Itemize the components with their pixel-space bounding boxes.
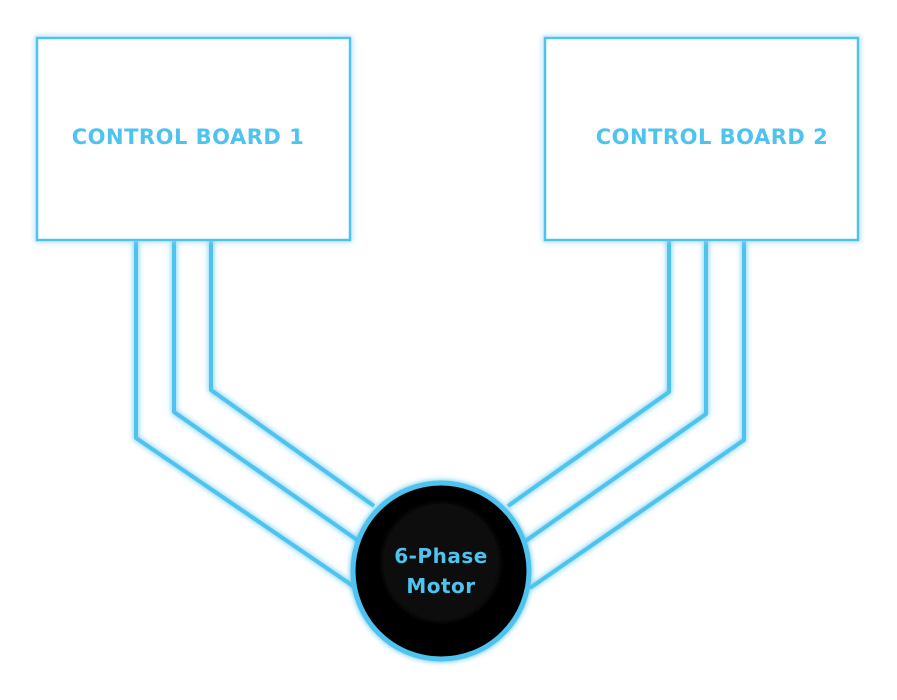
control-board-1-box (35, 36, 352, 242)
wire-1b (172, 240, 362, 544)
wire-1a (134, 240, 358, 590)
motor-label-line-2: Motor (406, 574, 475, 598)
control-board-2-box (543, 36, 860, 242)
wire-2c (528, 240, 746, 590)
wire-2b (522, 240, 708, 544)
motor-label-line-1: 6-Phase (394, 544, 488, 568)
control-board-1: CONTROL BOARD 1 (35, 36, 352, 242)
control-board-2: CONTROL BOARD 2 (543, 36, 860, 242)
motor: 6-Phase Motor (350, 480, 532, 662)
wire-1c (209, 240, 376, 508)
control-board-1-label: CONTROL BOARD 1 (72, 125, 304, 149)
control-board-2-label: CONTROL BOARD 2 (596, 125, 828, 149)
motor-circle (350, 480, 532, 662)
wire-group-board-2 (506, 240, 746, 590)
wire-2a (506, 240, 671, 508)
wire-group-board-1 (134, 240, 376, 590)
